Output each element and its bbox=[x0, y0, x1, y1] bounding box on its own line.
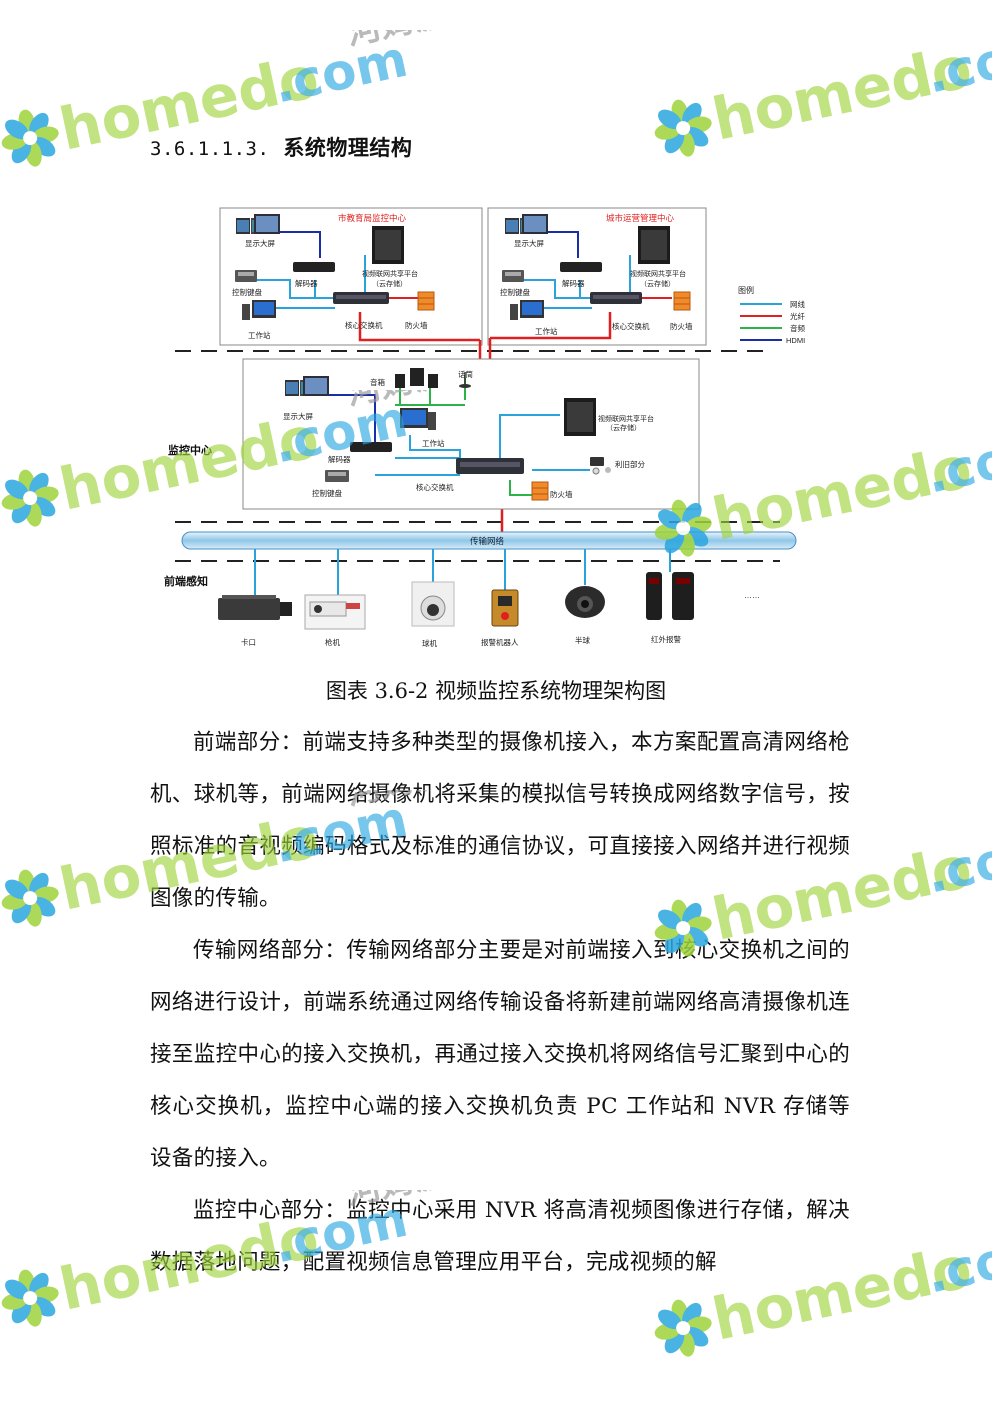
architecture-diagram: 显示大屏 控制键盘 解码器 视频联网共享平台 （云存储） 工作站 核心交换机 防… bbox=[164, 207, 805, 648]
svg-text:homedo: homedo bbox=[707, 33, 978, 154]
edu-firewall-label: 防火墙 bbox=[405, 320, 428, 330]
frontend-group: 前端感知 卡口 枪机 球机 报警机器人 半球 红外报警 …… bbox=[164, 549, 760, 648]
city-center-group: 显示大屏 控制键盘 解码器 视频联网共享平台 （云存储） 工作站 核心交换机 防… bbox=[487, 207, 707, 346]
edu-platform-label-1: 视频联网共享平台 bbox=[362, 269, 418, 278]
city-keyboard-label: 控制键盘 bbox=[500, 287, 530, 297]
monitor-firewall-label: 防火墙 bbox=[550, 489, 573, 499]
edu-big-screen-label: 显示大屏 bbox=[245, 238, 275, 248]
svg-text:.com: .com bbox=[921, 830, 992, 904]
monitor-speaker-label: 音箱 bbox=[370, 377, 385, 387]
section-title: 系统物理结构 bbox=[283, 136, 413, 160]
edu-workstation-label: 工作站 bbox=[248, 330, 271, 340]
paragraph-monitor: 监控中心部分：监控中心采用 NVR 将高清视频图像进行存储，解决数据落地问题，配… bbox=[150, 1198, 850, 1275]
edu-center-group: 显示大屏 控制键盘 解码器 视频联网共享平台 （云存储） 工作站 核心交换机 防… bbox=[219, 207, 483, 346]
legend-label-lan: 网线 bbox=[790, 299, 805, 309]
svg-text:.com: .com bbox=[921, 430, 992, 504]
transport-label: 传输网络 bbox=[470, 536, 505, 546]
monitor-legacy-label: 利旧部分 bbox=[615, 459, 645, 469]
svg-text:.com: .com bbox=[268, 30, 412, 114]
city-platform-label-1: 视频联网共享平台 bbox=[630, 269, 686, 278]
svg-text:河姆渡: 河姆渡 bbox=[343, 30, 451, 53]
city-workstation-label: 工作站 bbox=[535, 326, 558, 336]
city-platform-label-2: （云存储） bbox=[640, 279, 675, 288]
edu-keyboard-label: 控制键盘 bbox=[232, 287, 262, 297]
monitor-microphone-label: 话筒 bbox=[458, 369, 473, 379]
legend-title: 图例 bbox=[738, 285, 754, 295]
frontend-device-label-0: 卡口 bbox=[241, 637, 256, 647]
legend-label-audio: 音频 bbox=[790, 323, 805, 333]
edu-platform-label-2: （云存储） bbox=[372, 279, 407, 288]
section-number: 3.6.1.1.3. bbox=[150, 138, 270, 160]
monitor-center-group: 监控中心 显示大屏 音箱 话筒 工作站 视频联网共享平台 （云存储） 解码 bbox=[168, 358, 700, 510]
frontend-device-label-4: 半球 bbox=[575, 635, 590, 645]
monitor-platform-label-2: （云存储） bbox=[606, 423, 641, 432]
edu-decoder-label: 解码器 bbox=[295, 278, 318, 288]
edu-center-title: 市教育局监控中心 bbox=[338, 213, 407, 223]
monitor-big-screen-label: 显示大屏 bbox=[283, 411, 313, 421]
monitor-keyboard-label: 控制键盘 bbox=[312, 488, 342, 498]
city-core-switch-label: 核心交换机 bbox=[612, 321, 650, 331]
section-heading: 3.6.1.1.3. 系统物理结构 bbox=[150, 132, 412, 162]
city-decoder-label: 解码器 bbox=[562, 278, 585, 288]
svg-text:.com: .com bbox=[921, 1230, 992, 1304]
paragraph-transport: 传输网络部分：传输网络部分主要是对前端接入到核心交换机之间的网络进行设计，前端系… bbox=[150, 938, 850, 1171]
frontend-device-label-3: 报警机器人 bbox=[481, 637, 519, 647]
frontend-device-label-5: 红外报警 bbox=[651, 634, 681, 644]
monitor-platform-label-1: 视频联网共享平台 bbox=[598, 414, 654, 423]
edu-core-switch-label: 核心交换机 bbox=[345, 320, 383, 330]
frontend-device-label-2: 球机 bbox=[422, 638, 437, 648]
legend-label-hdmi: HDMI bbox=[786, 336, 805, 345]
homedo-watermark: homedo .com bbox=[654, 30, 992, 157]
frontend-zone-label: 前端感知 bbox=[164, 574, 208, 588]
legend: 图例 网线 光纤 音频 HDMI bbox=[738, 285, 805, 345]
monitor-core-switch-label: 核心交换机 bbox=[416, 482, 454, 492]
monitor-workstation-label: 工作站 bbox=[422, 438, 445, 448]
city-center-title: 城市运营管理中心 bbox=[606, 213, 675, 223]
city-big-screen-label: 显示大屏 bbox=[514, 238, 544, 248]
svg-text:.com: .com bbox=[921, 30, 992, 104]
transport-pipe bbox=[181, 531, 797, 550]
paragraph-frontend: 前端部分：前端支持多种类型的摄像机接入，本方案配置高清网络枪机、球机等，前端网络… bbox=[150, 730, 850, 911]
frontend-more: …… bbox=[744, 591, 760, 600]
monitor-center-zone-label: 监控中心 bbox=[168, 443, 212, 457]
monitor-decoder-label: 解码器 bbox=[328, 454, 351, 464]
city-firewall-label: 防火墙 bbox=[670, 321, 693, 331]
legend-label-fiber: 光纤 bbox=[790, 311, 805, 321]
figure-caption: 图表 3.6-2 视频监控系统物理架构图 bbox=[325, 679, 667, 703]
frontend-device-label-1: 枪机 bbox=[325, 637, 340, 647]
